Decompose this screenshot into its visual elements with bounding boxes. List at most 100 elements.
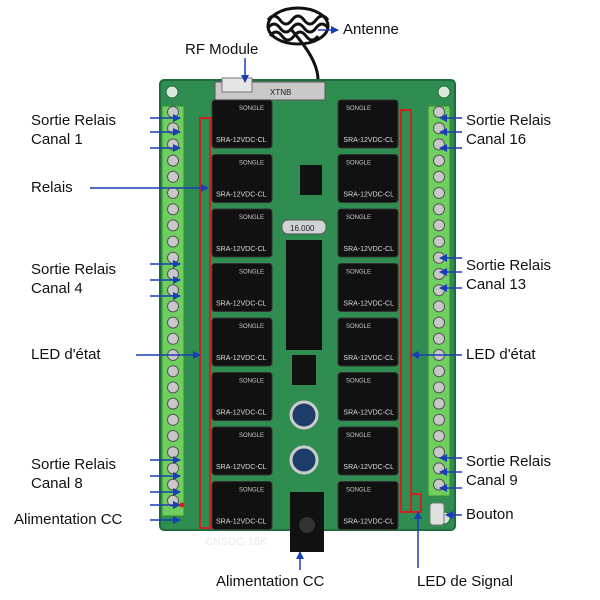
left-terminal-strip (161, 105, 185, 517)
right-terminal-strip (427, 105, 451, 497)
relay-brand-text: SONGLE (239, 270, 264, 276)
relay-brand-text: SONGLE (239, 379, 264, 385)
terminal-screw (433, 397, 445, 410)
terminal-screw (433, 332, 445, 345)
terminal-screw (167, 300, 179, 313)
terminal-screw (167, 381, 179, 394)
relay (211, 154, 273, 203)
relay-brand-text: SONGLE (346, 379, 371, 385)
relay (211, 426, 273, 476)
label-canal-1: Canal 1 (31, 131, 83, 148)
relay (211, 372, 273, 421)
relay-brand-text: SONGLE (346, 215, 371, 221)
relay-brand-text: SONGLE (239, 106, 264, 112)
terminal-screw (167, 284, 179, 297)
terminal-screw (167, 268, 179, 280)
label-canal-13: Canal 13 (466, 276, 527, 293)
terminal-screw (433, 219, 445, 232)
center-components: 16.000 (281, 165, 327, 552)
relay-model-text: SRA-12VDC-CL (343, 410, 394, 417)
rf-module-text: XTNB (270, 88, 291, 97)
relay-model-text: SRA-12VDC-CL (216, 192, 267, 199)
terminal-screw (433, 316, 445, 329)
relay (211, 481, 273, 530)
relay-model-text: SRA-12VDC-CL (343, 519, 394, 526)
label-bouton: Bouton (466, 506, 514, 523)
relay-brand-text: SONGLE (239, 488, 264, 494)
terminal-screw (433, 154, 445, 167)
terminal-screw (433, 430, 445, 442)
label-sortie-relais-4: Sortie Relais (31, 261, 117, 278)
relay-model-text: SRA-12VDC-CL (216, 355, 267, 362)
label-sortie-relais-13: Sortie Relais (466, 257, 552, 274)
terminal-screw (167, 187, 179, 199)
label-sortie-relais-16: Sortie Relais (466, 112, 552, 129)
terminal-screw (167, 446, 179, 459)
power-dot (179, 502, 185, 508)
relay-brand-text: SONGLE (239, 215, 264, 221)
label-led-signal: LED de Signal (417, 573, 513, 590)
label-alimentation-cc-left: Alimentation CC (14, 511, 123, 528)
terminal-screw (433, 365, 445, 378)
relay (211, 208, 273, 258)
terminal-screw (167, 251, 179, 264)
terminal-screw (433, 446, 445, 459)
relay (337, 208, 399, 258)
relay-model-text: SRA-12VDC-CL (216, 410, 267, 417)
terminal-screw (433, 235, 445, 248)
label-alimentation-cc-bottom: Alimentation CC (216, 573, 325, 590)
terminal-screw (433, 203, 445, 216)
relay-brand-text: SONGLE (346, 488, 371, 494)
relay (211, 99, 273, 149)
terminal-screw (167, 397, 179, 410)
relay-model-text: SRA-12VDC-CL (343, 464, 394, 471)
terminal-screw (433, 381, 445, 394)
label-canal-4: Canal 4 (31, 280, 83, 297)
terminal-screw (167, 413, 179, 426)
terminal-screw (167, 154, 179, 167)
relay-model-text: SRA-12VDC-CL (216, 519, 267, 526)
relay-model-text: SRA-12VDC-CL (343, 137, 394, 144)
relay-brand-text: SONGLE (346, 270, 371, 276)
relay-model-text: SRA-12VDC-CL (216, 301, 267, 308)
terminal-screw (433, 268, 445, 280)
relay (337, 263, 399, 312)
relay (337, 426, 399, 476)
terminal-screw (167, 170, 179, 183)
relay (337, 99, 399, 149)
relay (337, 372, 399, 421)
terminal-screw (433, 187, 445, 199)
relay (211, 317, 273, 367)
terminal-screw (433, 170, 445, 183)
terminal-screw (167, 235, 179, 248)
annotation-arrows (90, 26, 462, 570)
relay-brand-text: SONGLE (346, 161, 371, 167)
relay (211, 263, 273, 312)
terminal-screw (433, 413, 445, 426)
terminal-screw (167, 106, 179, 118)
label-canal-9: Canal 9 (466, 472, 518, 489)
relay (337, 317, 399, 367)
relay-brand-text: SONGLE (239, 324, 264, 330)
relay-model-text: SRA-12VDC-CL (343, 301, 394, 308)
antenna-coil (266, 6, 330, 81)
relays-left-column: SRA-12VDC-CL SONGLE SRA-12VDC-CL SONGLE SRA-… (211, 99, 273, 530)
label-led-etat-left: LED d'état (31, 346, 101, 363)
label-antenne: Antenne (343, 21, 399, 38)
relay (337, 154, 399, 203)
terminal-screw (167, 219, 179, 232)
terminal-screw (433, 300, 445, 313)
relay-model-text: SRA-12VDC-CL (216, 246, 267, 253)
relay-model-text: SRA-12VDC-CL (343, 192, 394, 199)
label-rf-module: RF Module (185, 41, 259, 58)
board-silkscreen: CNSDC-16K (205, 536, 268, 548)
terminal-screw (433, 106, 445, 118)
label-led-etat-right: LED d'état (466, 346, 536, 363)
label-canal-16: Canal 16 (466, 131, 527, 148)
relay-model-text: SRA-12VDC-CL (343, 246, 394, 253)
relay-model-text: SRA-12VDC-CL (343, 355, 394, 362)
relays-right-column: SRA-12VDC-CL SONGLE SRA-12VDC-CL SONGLE SRA-… (337, 99, 399, 530)
relay-brand-text: SONGLE (346, 106, 371, 112)
relay-brand-text: SONGLE (346, 324, 371, 330)
